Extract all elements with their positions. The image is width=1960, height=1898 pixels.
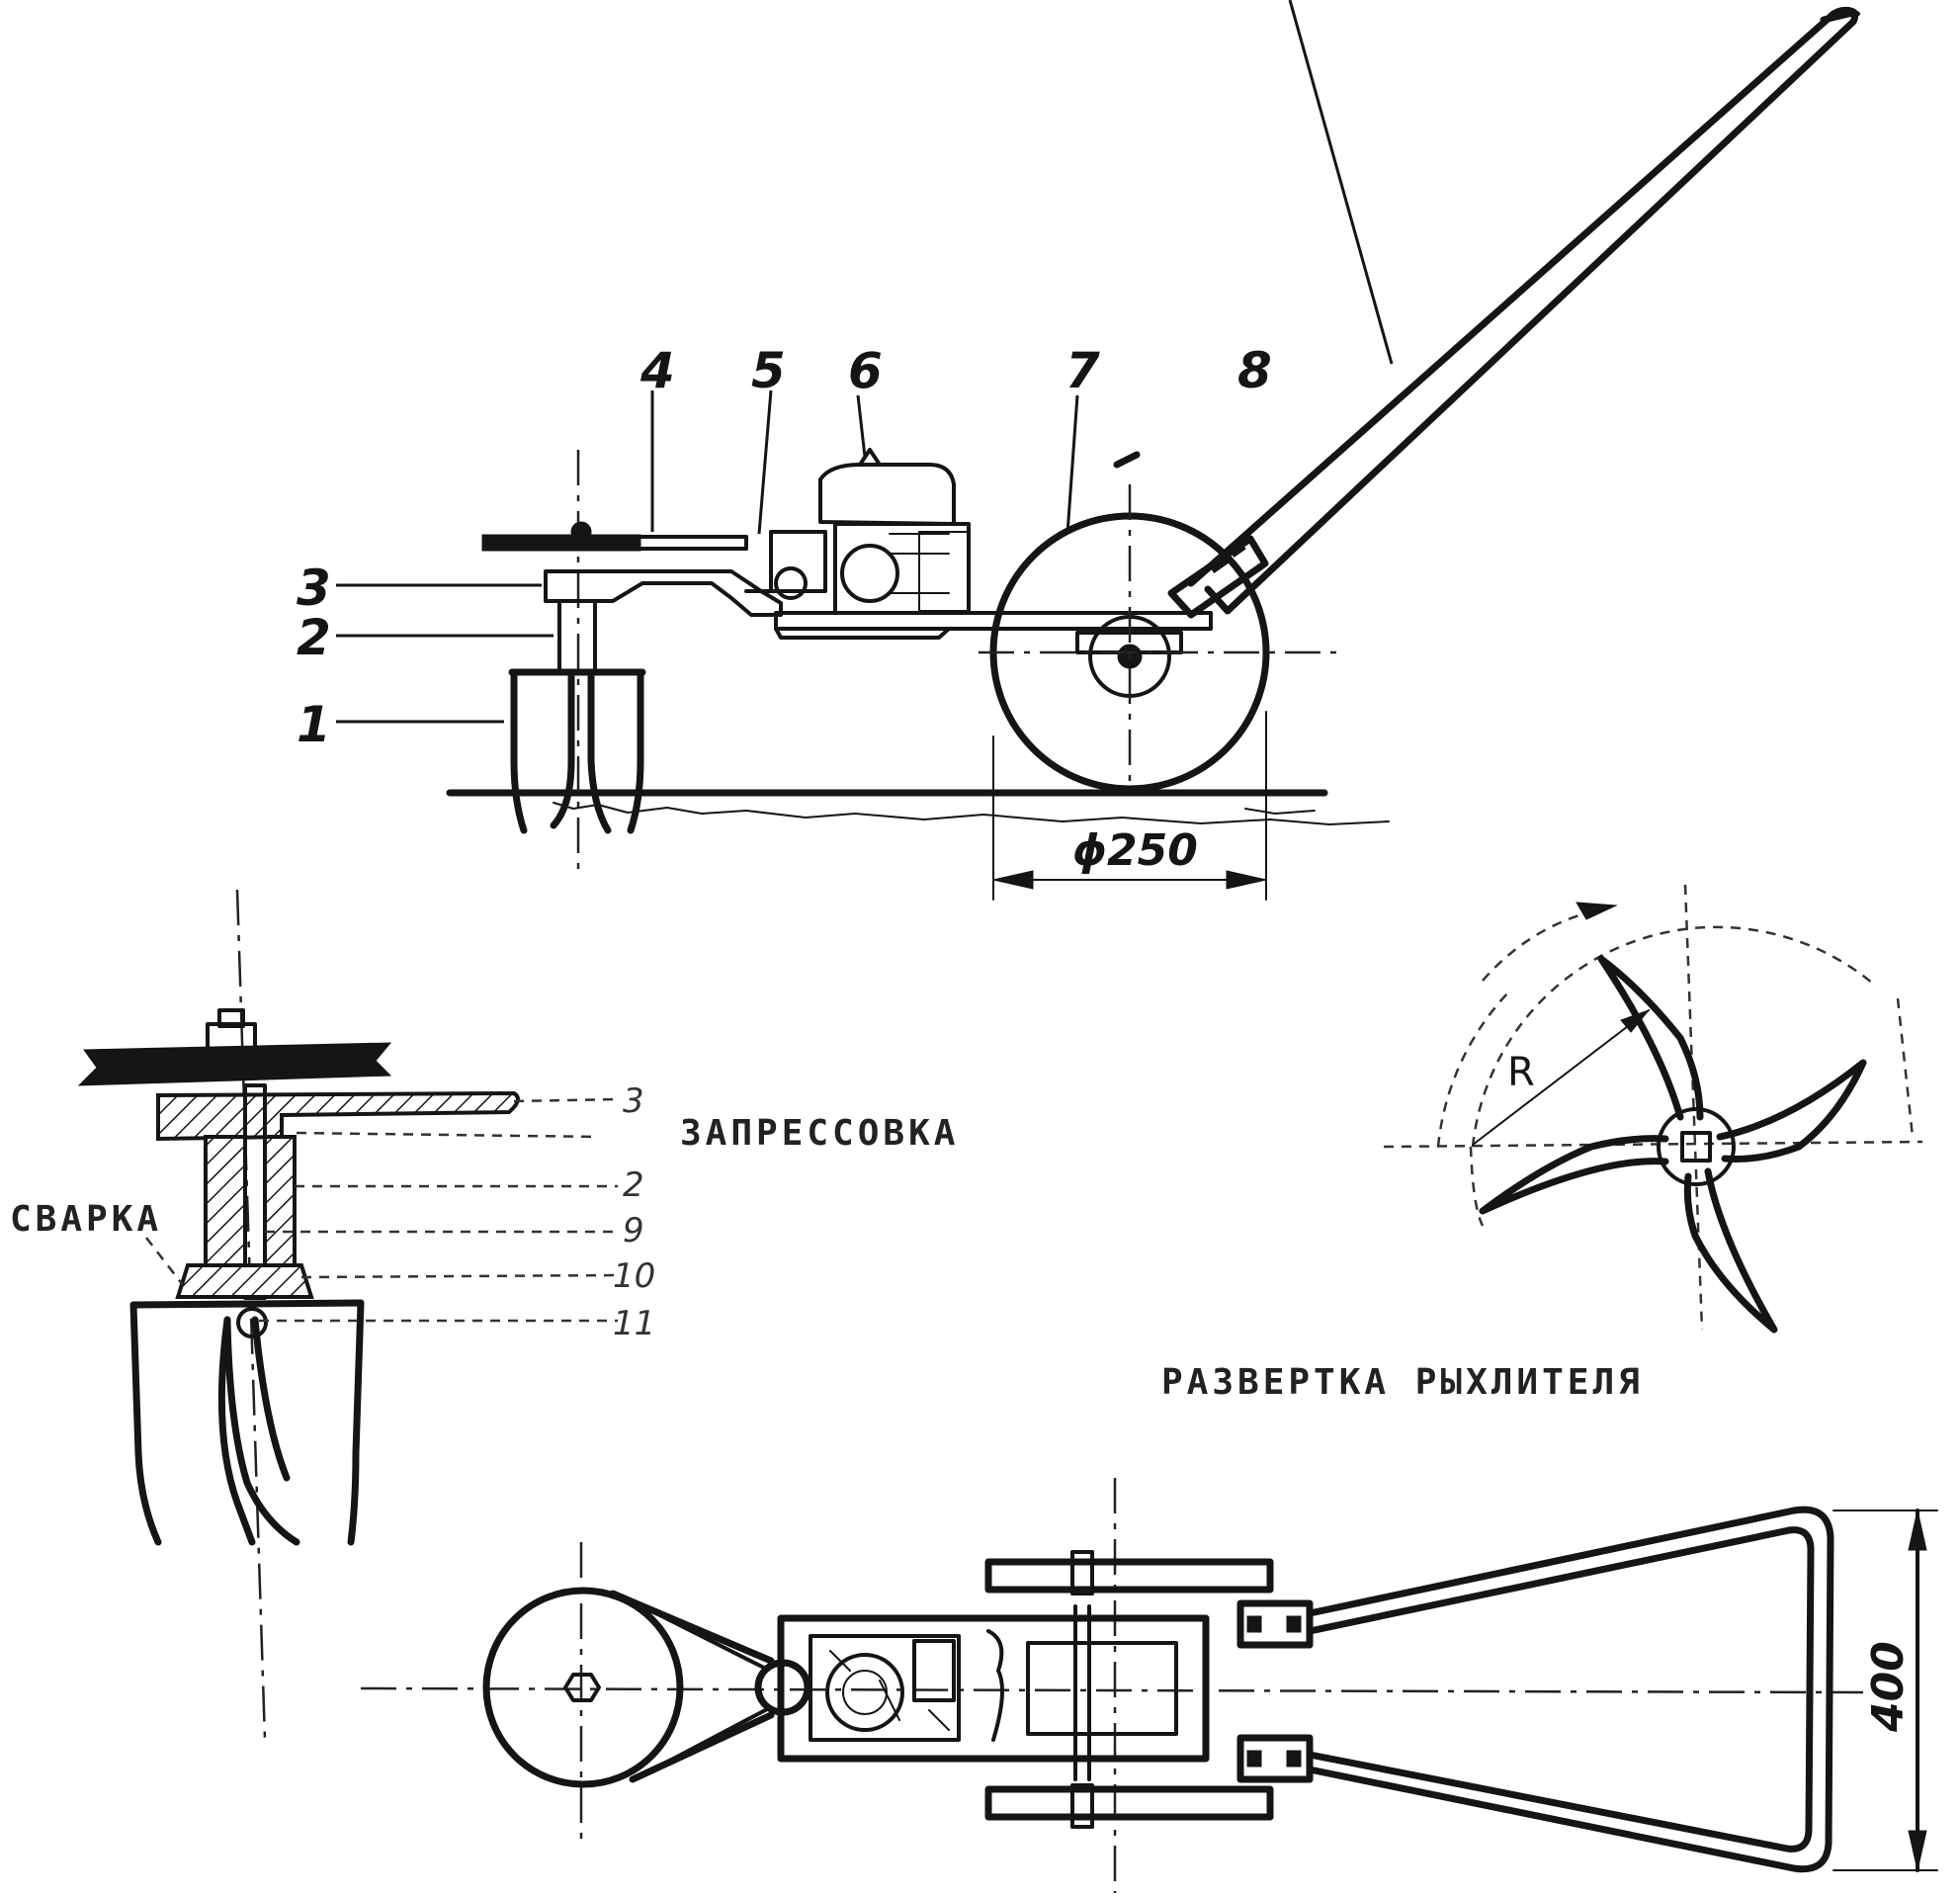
- section-bracket: [156, 1090, 520, 1142]
- section-callouts: 3 ЗАПРЕССОВКА 2 9 10 11 СВАРКА: [10, 1081, 959, 1343]
- rotation-arrow: [1482, 907, 1602, 982]
- side-view-callouts: 1 2 3 4 5 6 7 8: [297, 0, 1394, 753]
- radius-line: [1472, 1009, 1650, 1146]
- callout-4: 4: [639, 342, 675, 399]
- top-width-dimension: 400: [1832, 1509, 1938, 1872]
- frame-bracket: [544, 569, 783, 617]
- top-view-axis: [360, 1686, 1864, 1694]
- wheel-diameter-label: ϕ250: [1072, 825, 1198, 876]
- callout-6: 6: [848, 342, 883, 399]
- section-pulley: [77, 1008, 392, 1086]
- handle: [1167, 6, 1860, 619]
- top-handle-loop: [1306, 1506, 1834, 1873]
- top-handle-clamps: [1236, 1599, 1314, 1783]
- wheel-diameter-dimension: ϕ250: [992, 711, 1267, 901]
- tiller-blades: [1479, 955, 1867, 1334]
- section-callout-11: 11: [613, 1304, 655, 1343]
- drive-unit: [744, 530, 827, 600]
- section-callout-3: 3: [623, 1081, 644, 1121]
- section-callout-2: 2: [623, 1165, 644, 1205]
- callout-5: 5: [751, 342, 786, 399]
- callout-2: 2: [297, 609, 331, 666]
- side-view: ϕ250 1 2 3 4 5 6 7 8: [297, 0, 1860, 901]
- section-axis-line: [235, 889, 267, 1741]
- top-wheels: [984, 1550, 1274, 1829]
- top-view: 400: [360, 1478, 1938, 1893]
- top-width-label: 400: [1863, 1641, 1914, 1733]
- callout-8: 8: [1237, 342, 1272, 399]
- section-fork: [129, 1299, 365, 1546]
- section-callout-10: 10: [613, 1256, 655, 1296]
- top-belt: [609, 1590, 775, 1783]
- layout-radius-circle: [1471, 925, 1874, 1148]
- callout-3: 3: [297, 560, 331, 617]
- wheel: [979, 451, 1344, 793]
- top-pulley: [481, 521, 748, 552]
- ground-line: [446, 789, 1390, 825]
- weld-label: СВАРКА: [10, 1199, 162, 1240]
- top-frame: [777, 1614, 1210, 1763]
- press-fit-label: ЗАПРЕССОВКА: [680, 1113, 959, 1154]
- callout-1: 1: [297, 696, 331, 753]
- layout-vertical-axis: [1683, 884, 1704, 1331]
- callout-7: 7: [1065, 342, 1100, 399]
- tiller-layout-view: R РАЗВЕРТКА РЫХЛИТЕЛЯ: [1161, 884, 1923, 1403]
- tiller-fork: [508, 668, 646, 834]
- section-callout-9: 9: [623, 1211, 644, 1251]
- tiller-layout-caption: РАЗВЕРТКА РЫХЛИТЕЛЯ: [1161, 1362, 1644, 1403]
- top-tiller-disc: [482, 1587, 684, 1788]
- layout-horizontal-axis: [1383, 1140, 1923, 1149]
- section-shaft-housing: [175, 1083, 314, 1300]
- top-engine: [809, 1634, 961, 1742]
- radius-label: R: [1507, 1050, 1535, 1095]
- engine: [818, 448, 971, 615]
- tiller-hub: [1657, 1107, 1736, 1186]
- section-view: 3 ЗАПРЕССОВКА 2 9 10 11 СВАРКА: [10, 889, 959, 1741]
